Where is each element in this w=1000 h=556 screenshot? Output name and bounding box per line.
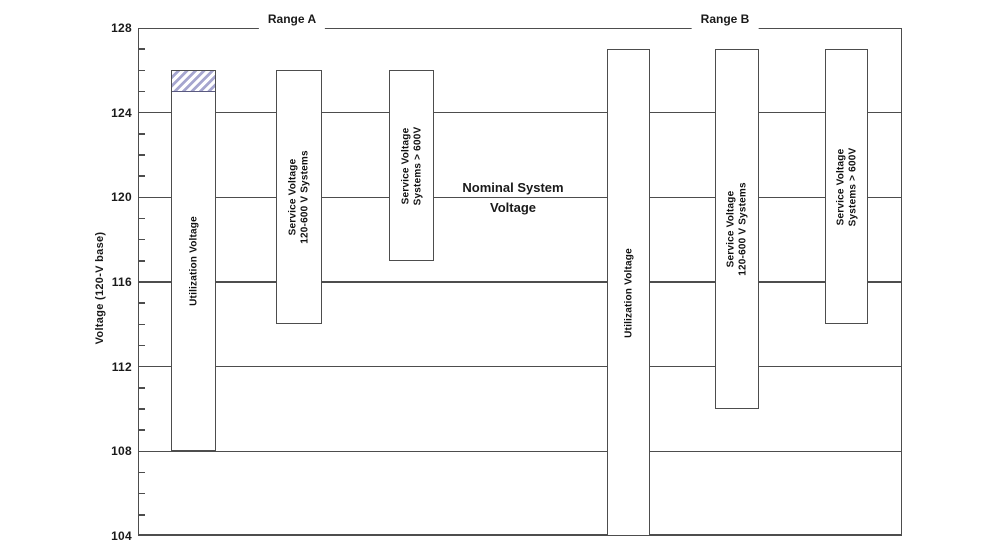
nominal-annotation-line-2: Voltage	[490, 200, 536, 215]
ytick-label-128: 128	[111, 21, 132, 35]
minor-tick-114	[139, 323, 145, 326]
ytick-label-124: 124	[111, 105, 132, 120]
range-a-label: Range A	[258, 11, 326, 29]
gridline-108	[139, 450, 901, 453]
gridline-116	[139, 281, 901, 283]
nominal-system-voltage-annotation: Nominal System Voltage	[462, 180, 563, 216]
ytick-label-112: 112	[111, 359, 132, 374]
ytick-label-120: 120	[111, 190, 132, 205]
plot-area-border	[138, 28, 902, 536]
gridline-112	[139, 365, 901, 368]
minor-tick-125	[139, 90, 145, 93]
range-b-label: Range B	[691, 11, 759, 29]
minor-tick-123	[139, 133, 145, 135]
nominal-annotation-line-1: Nominal System	[462, 180, 564, 195]
gridline-120	[139, 196, 901, 199]
minor-tick-127	[139, 48, 145, 50]
bar-range-a-utilization-voltage: Utilization Voltage	[171, 70, 216, 452]
ytick-label-116: 116	[111, 275, 132, 289]
bar-range-b-utilization-voltage: Utilization Voltage	[607, 49, 650, 536]
minor-tick-109	[139, 429, 145, 431]
minor-tick-117	[139, 260, 145, 262]
minor-tick-110	[139, 408, 145, 410]
minor-tick-118	[139, 238, 145, 241]
ytick-label-108: 108	[111, 444, 132, 459]
bar-label-utilization-voltage: Utilization Voltage	[622, 247, 634, 338]
minor-tick-126	[139, 69, 145, 72]
bar-label-utilization-voltage: Utilization Voltage	[187, 215, 199, 306]
minor-tick-113	[139, 344, 145, 347]
minor-tick-115	[139, 302, 145, 304]
minor-tick-107	[139, 471, 145, 474]
ytick-label-104: 104	[111, 529, 132, 543]
minor-tick-106	[139, 492, 145, 495]
gridline-124	[139, 111, 901, 114]
minor-tick-122	[139, 154, 145, 156]
minor-tick-119	[139, 217, 145, 220]
minor-tick-105	[139, 514, 145, 516]
minor-tick-121	[139, 175, 145, 177]
hatch-band-125-126	[172, 71, 215, 93]
minor-tick-111	[139, 387, 145, 389]
